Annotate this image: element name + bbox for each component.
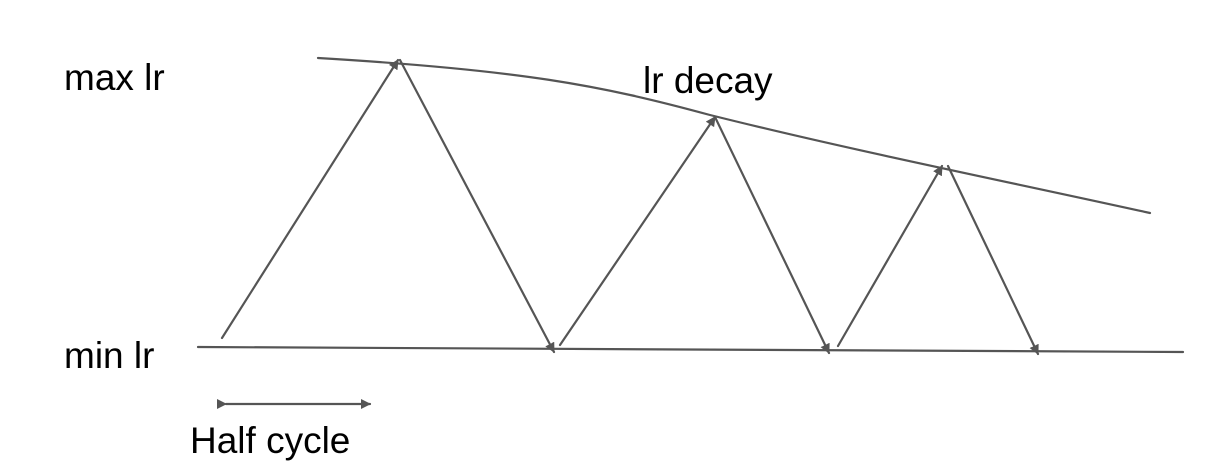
cycle2-down-arrow [713, 115, 831, 355]
cycle1-up-arrow [220, 58, 400, 340]
lr-decay-curve [316, 56, 1152, 215]
max-lr-label: max lr [64, 57, 165, 98]
cycle3-down-arrow [946, 164, 1040, 356]
lr-decay-label: lr decay [643, 60, 773, 101]
min-lr-label: min lr [64, 335, 154, 376]
cycle1-down-arrow [398, 58, 556, 354]
half-cycle-label: Half cycle [190, 420, 350, 461]
cycle2-up-arrow [558, 115, 717, 347]
min-lr-baseline [196, 345, 1185, 354]
cycle3-up-arrow [836, 164, 944, 348]
